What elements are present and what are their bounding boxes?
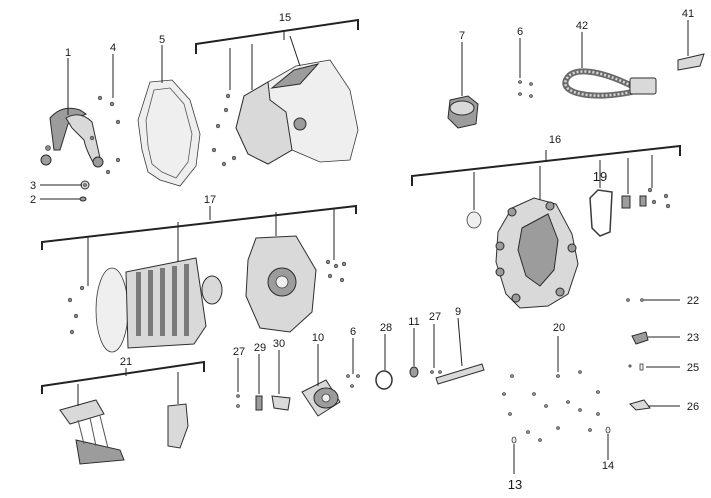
callout-27-lower: 27: [429, 311, 441, 323]
part-housing-15: [211, 59, 359, 167]
callout-27: 27: [233, 346, 245, 358]
callout-28: 28: [380, 322, 392, 334]
part-screws-22: [626, 298, 644, 302]
leader-lines: [40, 18, 689, 474]
part-rod-9: [435, 363, 485, 385]
callout-22: 22: [687, 295, 699, 307]
part-washer-3: [80, 180, 90, 190]
part-rotor-17: [95, 235, 317, 353]
callout-13: 13: [508, 477, 522, 492]
part-bolts-4: [89, 95, 121, 175]
callout-25: 25: [687, 362, 699, 374]
callout-42: 42: [576, 20, 588, 32]
callout-14: 14: [602, 460, 614, 472]
part-clips-16: [621, 187, 671, 209]
callout-5: 5: [159, 34, 165, 46]
callout-6: 6: [517, 26, 523, 38]
part-motor-7: [447, 95, 479, 129]
callout-4: 4: [110, 42, 116, 54]
part-screws-27a: [236, 394, 240, 408]
part-motor-10: [301, 379, 341, 417]
part-gasket-5: [137, 79, 201, 187]
part-screw-2: [79, 196, 87, 202]
callout-7: 7: [459, 30, 465, 42]
part-screws-6b: [346, 374, 360, 388]
callout-41: 41: [682, 8, 694, 20]
callout-30: 30: [273, 338, 285, 350]
callout-26: 26: [687, 401, 699, 413]
part-screws-17a: [67, 285, 85, 335]
part-clip-29: [255, 395, 263, 411]
part-strap-42: [562, 68, 657, 99]
callout-29: 29: [254, 342, 266, 354]
callout-15: 15: [279, 12, 291, 24]
callout-21: 21: [120, 356, 132, 368]
callout-3: 3: [30, 180, 36, 192]
part-bushing-11: [409, 366, 419, 378]
part-bracket-26: [629, 399, 651, 411]
part-bracket-19: [589, 189, 613, 237]
part-clip-30: [271, 395, 291, 411]
part-clip-23: [631, 331, 649, 345]
callout-2: 2: [30, 194, 36, 206]
part-screw-13: [511, 436, 517, 444]
callout-10: 10: [312, 332, 324, 344]
part-screws-27b: [430, 370, 442, 374]
part-tag-41: [677, 53, 705, 71]
callout-23: 23: [687, 332, 699, 344]
callout-17: 17: [204, 194, 216, 206]
part-ring-28: [375, 370, 393, 390]
callout-16: 16: [549, 134, 561, 146]
callout-20: 20: [553, 322, 565, 334]
part-screws-6a: [518, 80, 533, 98]
part-main-housing-16: [466, 197, 579, 309]
part-handle: [40, 107, 104, 168]
callout-9: 9: [455, 306, 461, 318]
callout-19: 19: [593, 169, 607, 184]
callout-6-lower: 6: [350, 326, 356, 338]
callout-labels: 1 2 3 4 5 15 7 6 42 41 16 19 17 22 23 25…: [30, 8, 699, 492]
part-screws-20: [502, 370, 600, 442]
part-screw-14: [605, 426, 611, 434]
callout-1: 1: [65, 47, 71, 59]
callout-11: 11: [408, 316, 419, 328]
part-screws-17b: [325, 259, 347, 283]
part-pin-25: [628, 363, 644, 371]
part-board-21: [59, 399, 189, 465]
